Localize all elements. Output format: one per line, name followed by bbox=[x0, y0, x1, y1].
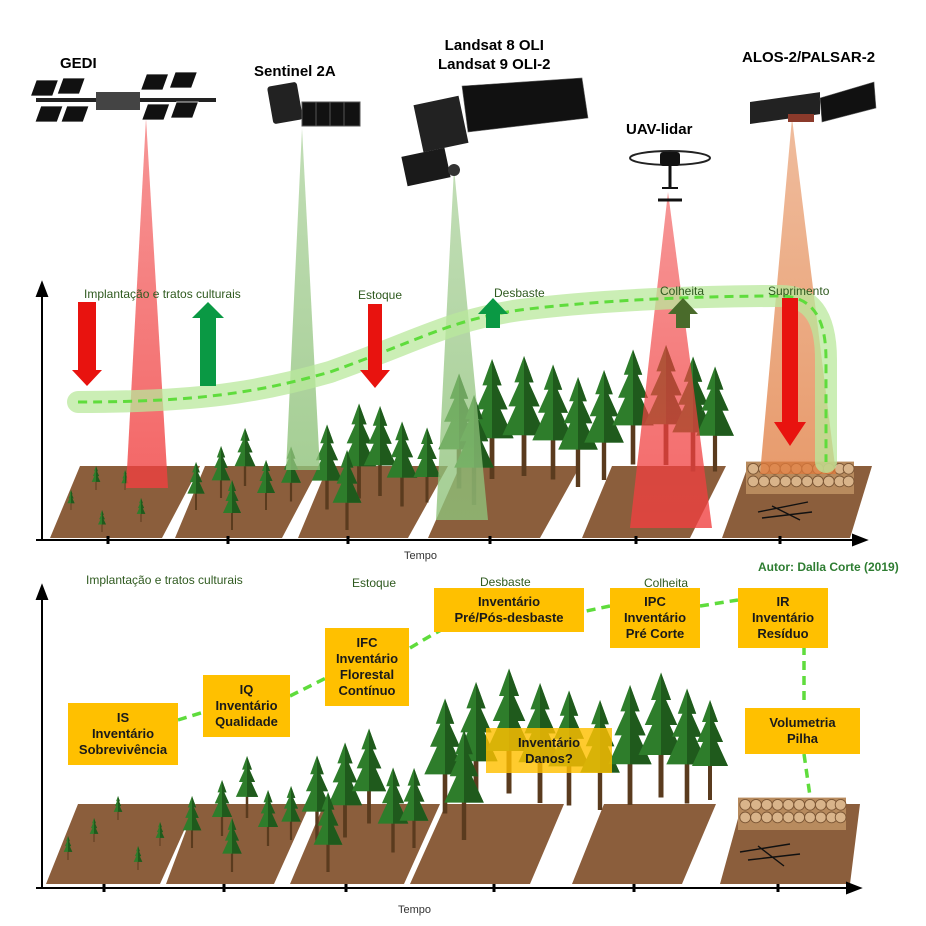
box-iq: IQ Inventário Qualidade bbox=[203, 675, 290, 737]
sentinel-beam bbox=[286, 128, 320, 470]
box-danos: Inventário Danos? bbox=[486, 728, 612, 773]
bottom-ground-plots bbox=[46, 804, 860, 884]
top-axis-x-label: Tempo bbox=[404, 550, 438, 562]
box-iq-line3: Qualidade bbox=[215, 714, 278, 729]
box-iq-code: IQ bbox=[239, 682, 254, 697]
bottom-axes bbox=[35, 583, 863, 895]
box-ifc-code: IFC bbox=[356, 635, 378, 650]
arrow-up-green bbox=[192, 302, 224, 386]
uav-label: UAV-lidar bbox=[626, 121, 693, 138]
iss-icon bbox=[29, 71, 216, 123]
arrow-down-red bbox=[72, 302, 102, 386]
box-danos-line2: Danos? bbox=[525, 750, 573, 766]
box-ipc-line3: Pré Corte bbox=[625, 626, 685, 641]
top-arrows bbox=[72, 298, 806, 446]
arrow-down-red bbox=[360, 304, 390, 388]
alos-satellite-icon bbox=[750, 81, 877, 124]
box-iq-line2: Inventário bbox=[215, 698, 278, 713]
bottom-axis-ticks bbox=[102, 884, 780, 892]
box-ir-code: IR bbox=[776, 594, 790, 609]
top-panel bbox=[29, 71, 877, 547]
alos-label: ALOS-2/PALSAR-2 bbox=[742, 49, 876, 66]
arrow-up-green bbox=[478, 298, 508, 328]
arrow-down-red bbox=[774, 298, 806, 446]
box-desbaste-line2: Pré/Pós-desbaste bbox=[454, 610, 564, 625]
box-ifc-line3: Florestal bbox=[339, 667, 395, 682]
sentinel-label: Sentinel 2A bbox=[254, 63, 336, 80]
box-is: IS Inventário Sobrevivência bbox=[68, 703, 178, 765]
landsat-satellite-icon bbox=[401, 77, 589, 187]
box-ifc-line2: Inventário bbox=[335, 651, 399, 666]
box-volumetria-line2: Pilha bbox=[786, 731, 819, 746]
bottom-stage-implantacao: Implantação e tratos culturais bbox=[86, 573, 243, 587]
box-is-code: IS bbox=[116, 710, 130, 725]
box-ir-line2: Inventário bbox=[751, 610, 815, 625]
bottom-panel bbox=[35, 583, 863, 895]
top-stage-colheita: Colheita bbox=[660, 284, 705, 298]
box-desbaste: Inventário Pré/Pós-desbaste bbox=[434, 588, 584, 632]
box-is-line3: Sobrevivência bbox=[78, 742, 168, 757]
drone-icon bbox=[629, 150, 711, 202]
box-ir: IR Inventário Resíduo bbox=[738, 588, 828, 648]
top-log-pile bbox=[745, 461, 855, 521]
box-ir-line3: Resíduo bbox=[757, 626, 809, 641]
box-ipc-code: IPC bbox=[644, 594, 666, 609]
box-is-line2: Inventário bbox=[91, 726, 155, 741]
top-stage-desbaste: Desbaste bbox=[494, 286, 545, 300]
top-stage-suprimento: Suprimento bbox=[768, 284, 830, 298]
gedi-label: GEDI bbox=[60, 55, 97, 72]
arrow-up-olive bbox=[668, 298, 698, 328]
box-volumetria: Volumetria Pilha bbox=[745, 708, 860, 754]
author-credit: Autor: Dalla Corte (2019) bbox=[758, 560, 899, 574]
gedi-beam bbox=[126, 118, 168, 488]
box-ifc-line4: Contínuo bbox=[338, 683, 396, 698]
box-danos-line1: Inventário bbox=[517, 734, 581, 750]
box-ifc: IFC Inventário Florestal Contínuo bbox=[325, 628, 409, 706]
sentinel-satellite-icon bbox=[267, 82, 361, 127]
bottom-inventory-path bbox=[177, 598, 812, 797]
bottom-log-pile bbox=[737, 797, 847, 867]
box-desbaste-line1: Inventário bbox=[477, 594, 541, 609]
top-axes bbox=[35, 280, 869, 547]
box-ipc: IPC Inventário Pré Corte bbox=[610, 588, 700, 648]
bottom-stage-desbaste: Desbaste bbox=[480, 575, 531, 589]
top-stage-estoque: Estoque bbox=[358, 288, 403, 302]
landsat-label-line2: Landsat 9 OLI-2 bbox=[438, 56, 551, 73]
top-axis-ticks bbox=[106, 536, 782, 544]
box-ipc-line2: Inventário bbox=[623, 610, 687, 625]
landsat-beam bbox=[436, 168, 488, 520]
landsat-label: Landsat 8 OLI Landsat 9 OLI-2 bbox=[438, 36, 551, 74]
box-volumetria-line1: Volumetria bbox=[769, 715, 836, 730]
top-growth-path bbox=[77, 294, 828, 462]
top-stage-implantacao: Implantação e tratos culturais bbox=[84, 287, 241, 301]
bottom-stage-colheita: Colheita bbox=[644, 576, 689, 590]
bottom-axis-x-label: Tempo bbox=[398, 904, 432, 916]
uav-beam bbox=[630, 192, 712, 528]
bottom-stage-estoque: Estoque bbox=[352, 576, 397, 590]
landsat-label-line1: Landsat 8 OLI bbox=[444, 37, 544, 54]
